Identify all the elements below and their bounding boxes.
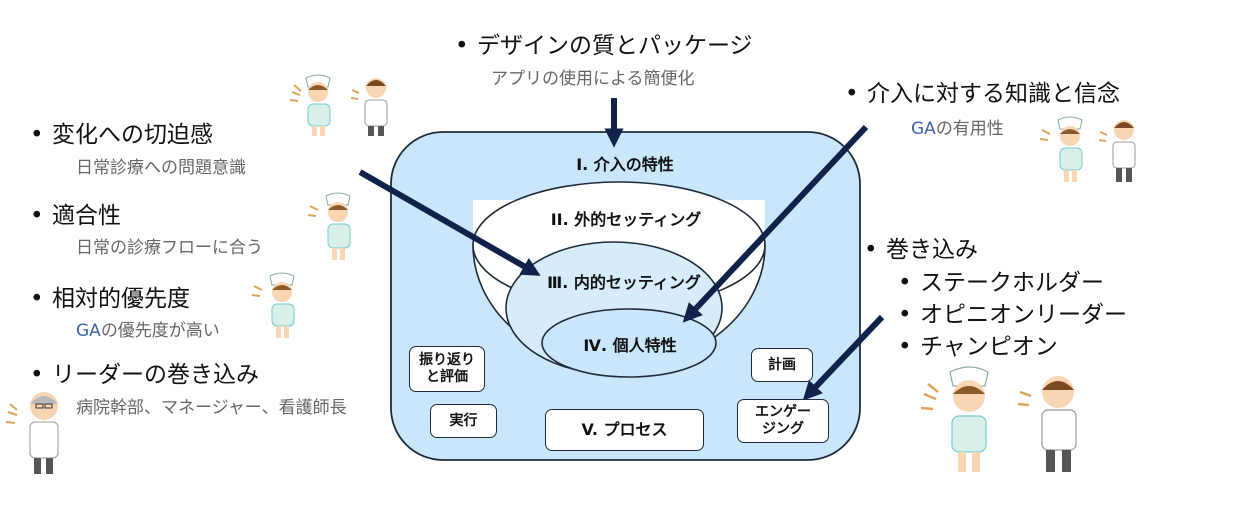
opinion-leader-bullet: •オピニオンリーダー (898, 302, 1127, 328)
reflect-line-2: と評価 (426, 369, 468, 385)
urgency-sub: 日常診療への問題意識 (76, 158, 246, 178)
nurse-illustration (1039, 116, 1083, 182)
execute-box: 実行 (430, 404, 497, 438)
design-quality-title: デザインの質とパッケージ (477, 33, 753, 59)
reflect-line-1: 振り返り (419, 352, 475, 369)
compatibility-bullet: •適合性 (30, 203, 121, 229)
engage-line-2: ジング (762, 421, 804, 437)
opinion-leader-label: オピニオンリーダー (920, 302, 1127, 328)
arrow-knowledge-beliefs (682, 124, 869, 323)
compatibility-sub: 日常の診療フローに合う (76, 238, 263, 258)
leadership-bullet: •リーダーの巻き込み (30, 362, 259, 388)
priority-sub-text: の優先度が高い (100, 321, 220, 341)
knowledge-sub-text: の有用性 (935, 119, 1004, 139)
priority-sub-ga: GA (76, 321, 101, 341)
reflect-evaluate-box: 振り返りと評価 (409, 346, 485, 392)
urgency-title: 変化への切迫感 (52, 122, 213, 148)
priority-sub: GAの優先度が高い (76, 323, 220, 340)
engaging-box: エンゲージング (737, 399, 829, 443)
nurse-illustration (251, 272, 295, 338)
knowledge-bullet: •介入に対する知識と信念 (845, 81, 1120, 107)
stakeholder-bullet: •ステークホルダー (898, 270, 1104, 296)
engaging-title: 巻き込み (886, 237, 978, 263)
arrow-engaging (802, 314, 885, 401)
plan-box: 計画 (751, 348, 813, 382)
knowledge-title: 介入に対する知識と信念 (867, 81, 1120, 107)
leadership-sub: 病院幹部、マネージャー、看護師長 (76, 398, 347, 418)
framework-level-3: Ⅲ. 内的セッティング (547, 273, 701, 292)
nurse-illustration-large (920, 366, 989, 472)
arrow-urgency (358, 169, 541, 276)
doctor-illustration (350, 78, 388, 136)
champion-label: チャンピオン (920, 334, 1058, 360)
priority-bullet: •相対的優先度 (30, 286, 190, 312)
framework-level-1: I. 介入の特性 (576, 155, 674, 174)
leadership-title: リーダーの巻き込み (52, 362, 259, 388)
compatibility-title: 適合性 (52, 203, 121, 229)
champion-bullet: •チャンピオン (898, 334, 1058, 360)
priority-title: 相対的優先度 (52, 286, 190, 312)
urgency-bullet: •変化への切迫感 (30, 122, 213, 148)
doctor-illustration (1098, 120, 1136, 182)
engage-line-1: エンゲー (755, 404, 811, 421)
engaging-bullet: •巻き込み (864, 237, 978, 263)
senior-doctor-illustration (5, 392, 59, 474)
nurse-illustration (289, 74, 331, 136)
individual-characteristics-ellipse (541, 308, 717, 378)
design-quality-sub: アプリの使用による簡便化 (491, 69, 695, 89)
framework-level-2: II. 外的セッティング (550, 210, 702, 229)
nurse-illustration (307, 192, 351, 260)
framework-level-4: Ⅳ. 個人特性 (583, 336, 677, 355)
design-quality-bullet: •デザインの質とパッケージ (455, 33, 753, 59)
doctor-illustration-large (1017, 376, 1077, 472)
knowledge-sub: GAの有用性 (911, 121, 1004, 138)
knowledge-sub-ga: GA (911, 119, 936, 139)
process-box: V. プロセス (545, 409, 704, 451)
stakeholder-label: ステークホルダー (920, 270, 1104, 296)
